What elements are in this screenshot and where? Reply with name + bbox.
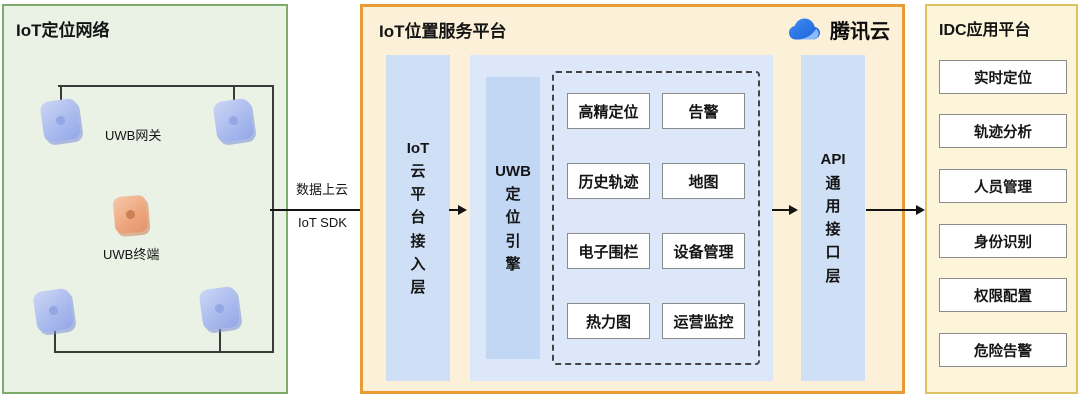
- tencent-cloud-brand-text: 腾讯云: [830, 21, 890, 43]
- api-layer: API 通 用 接 口 层: [801, 55, 865, 381]
- app-box: 实时定位: [939, 60, 1067, 94]
- feature-box: 高精定位: [567, 93, 650, 129]
- uwb-gateway-icon: [198, 285, 241, 332]
- network-stub-bottom-right: [219, 328, 221, 353]
- iot-network-panel: IoT定位网络 UWB网关 UWB终端: [2, 4, 288, 394]
- data-to-cloud-label: 数据上云: [296, 182, 349, 197]
- app-box: 人员管理: [939, 169, 1067, 203]
- iot-access-layer-label: IoT 云 平 台 接 入 层: [406, 139, 430, 297]
- feature-box: 设备管理: [662, 233, 745, 269]
- network-line-right: [272, 85, 274, 353]
- feature-box: 运营监控: [662, 303, 745, 339]
- tencent-cloud-logo: 腾讯云: [785, 15, 890, 44]
- iot-access-layer: IoT 云 平 台 接 入 层: [386, 55, 450, 381]
- uwb-engine-label: UWB 定 位 引 擎: [495, 162, 531, 273]
- network-stub-top-left: [60, 85, 62, 107]
- uwb-gateway-icon: [39, 97, 82, 144]
- app-box: 轨迹分析: [939, 114, 1067, 148]
- arrow-access-to-engine: [449, 205, 467, 215]
- feature-box: 告警: [662, 93, 745, 129]
- app-box: 危险告警: [939, 333, 1067, 367]
- uwb-gateway-label: UWB网关: [105, 128, 162, 143]
- iot-sdk-label: IoT SDK: [298, 215, 347, 230]
- feature-box: 历史轨迹: [567, 163, 650, 199]
- feature-group: 高精定位 告警 历史轨迹 地图 电子围栏 设备管理 热力图 运营监控: [552, 71, 760, 365]
- uwb-gateway-icon: [212, 97, 255, 144]
- iot-platform-title: IoT位置服务平台: [379, 22, 507, 41]
- uwb-engine-container: UWB 定 位 引 擎 高精定位 告警 历史轨迹 地图 电子围栏 设备管理 热力…: [470, 55, 773, 381]
- feature-box: 电子围栏: [567, 233, 650, 269]
- iot-network-title: IoT定位网络: [16, 21, 110, 40]
- api-layer-label: API 通 用 接 口 层: [820, 151, 846, 285]
- idc-panel: IDC应用平台 实时定位 轨迹分析 人员管理 身份识别 权限配置 危险告警: [925, 4, 1078, 394]
- app-box: 权限配置: [939, 278, 1067, 312]
- uwb-terminal-icon: [112, 194, 149, 235]
- uwb-terminal-label: UWB终端: [103, 247, 160, 262]
- app-box: 身份识别: [939, 224, 1067, 258]
- network-stub-bottom-left: [54, 330, 56, 353]
- network-line-bottom: [56, 351, 274, 353]
- uwb-gateway-icon: [32, 287, 75, 334]
- network-line-top: [58, 85, 274, 87]
- feature-box: 地图: [662, 163, 745, 199]
- arrow-api-to-idc: [866, 205, 925, 215]
- uwb-engine: UWB 定 位 引 擎: [486, 77, 540, 359]
- arrow-network-to-platform: [270, 205, 383, 215]
- feature-box: 热力图: [567, 303, 650, 339]
- iot-platform-panel: IoT位置服务平台 腾讯云 IoT 云 平 台 接 入 层 UWB 定 位 引 …: [360, 4, 905, 394]
- idc-title: IDC应用平台: [939, 22, 1031, 39]
- tencent-cloud-icon: [789, 18, 820, 39]
- network-stub-top-right: [233, 85, 235, 107]
- arrow-engine-to-api: [772, 205, 798, 215]
